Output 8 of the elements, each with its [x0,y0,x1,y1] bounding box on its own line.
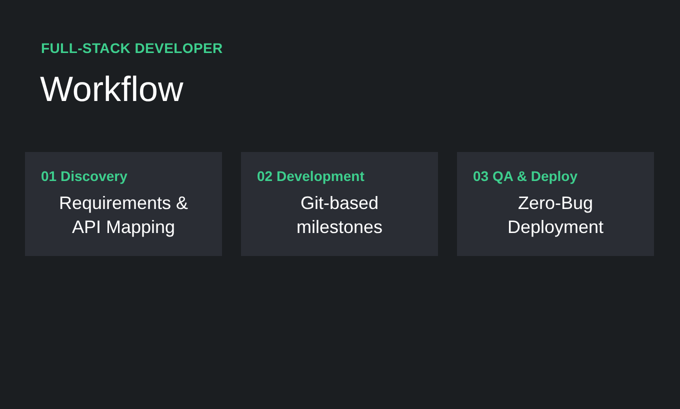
step-description: Requirements & API Mapping [58,192,190,239]
page-title: Workflow [40,70,184,110]
step-description: Zero-Bug Deployment [506,192,605,239]
step-heading: 02 Development [257,167,364,185]
step-heading: 03 QA & Deploy [473,167,578,185]
kicker-text: FULL-STACK DEVELOPER [41,40,223,56]
step-heading: 01 Discovery [41,167,128,185]
step-description: Git-based milestones [295,192,384,239]
